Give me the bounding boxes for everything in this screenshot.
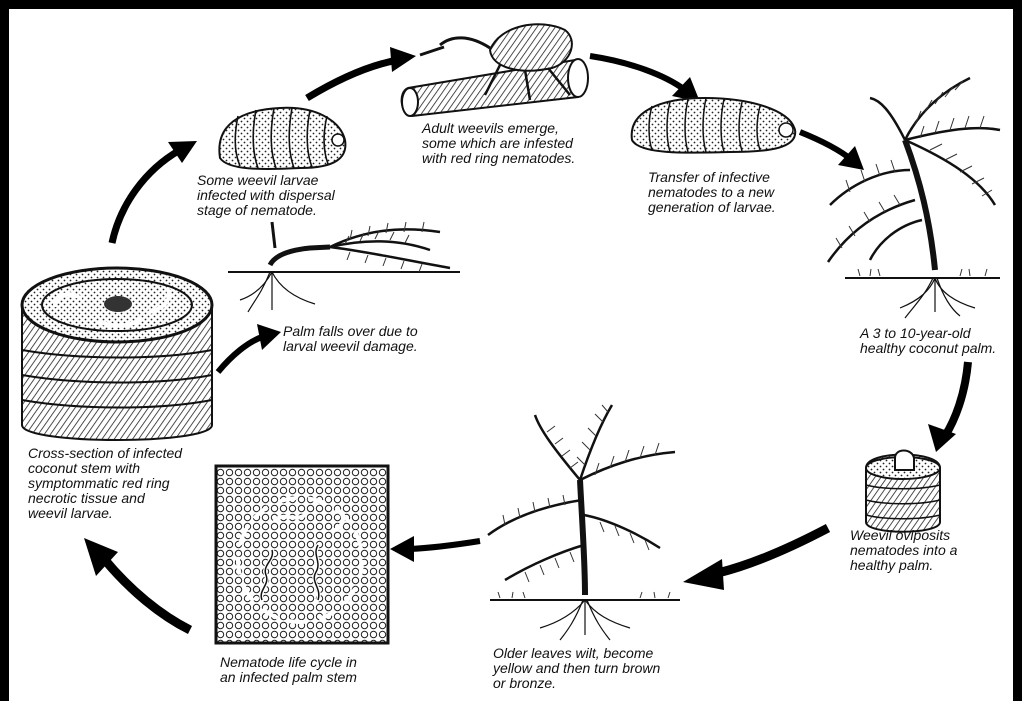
caption-leaves-wilt: Older leaves wilt, become yellow and the… — [493, 646, 660, 691]
fallen-palm — [228, 222, 460, 312]
caption-cross-section: Cross-section of infected coconut stem w… — [28, 446, 182, 521]
infected-stem-cross-section — [22, 268, 212, 440]
arrow-to-larvae — [112, 141, 197, 243]
arrow-to-stump — [928, 362, 968, 452]
arrow-to-adults — [307, 47, 416, 98]
arrow-to-fallen-palm — [218, 324, 281, 372]
wilting-coconut-palm — [488, 405, 680, 640]
arrow-to-healthy-palm — [800, 132, 864, 170]
caption-nematode-life-cycle: Nematode life cycle in an infected palm … — [220, 655, 357, 685]
arrow-to-nematode-box — [390, 536, 480, 562]
palm-stump-with-weevil — [866, 451, 940, 532]
arrow-to-wilted-palm — [683, 528, 828, 590]
arrow-to-new-larva — [590, 56, 700, 102]
adult-weevil-on-log — [402, 24, 588, 116]
caption-healthy-palm: A 3 to 10-year-old healthy coconut palm. — [860, 326, 996, 356]
caption-adult-weevils-emerge: Adult weevils emerge, some which are inf… — [422, 121, 575, 166]
caption-larvae-infected: Some weevil larvae infected with dispers… — [197, 173, 335, 218]
weevil-larva-infected — [219, 108, 345, 169]
weevil-larva-new-generation — [632, 98, 796, 153]
arrow-to-cross-section — [84, 538, 190, 630]
nematode-life-cycle-box — [216, 466, 388, 643]
healthy-coconut-palm — [828, 78, 1000, 318]
caption-weevil-oviposits: Weevil oviposits nematodes into a health… — [850, 528, 957, 573]
caption-palm-falls: Palm falls over due to larval weevil dam… — [283, 324, 418, 354]
caption-transfer-nematodes: Transfer of infective nematodes to a new… — [648, 170, 776, 215]
